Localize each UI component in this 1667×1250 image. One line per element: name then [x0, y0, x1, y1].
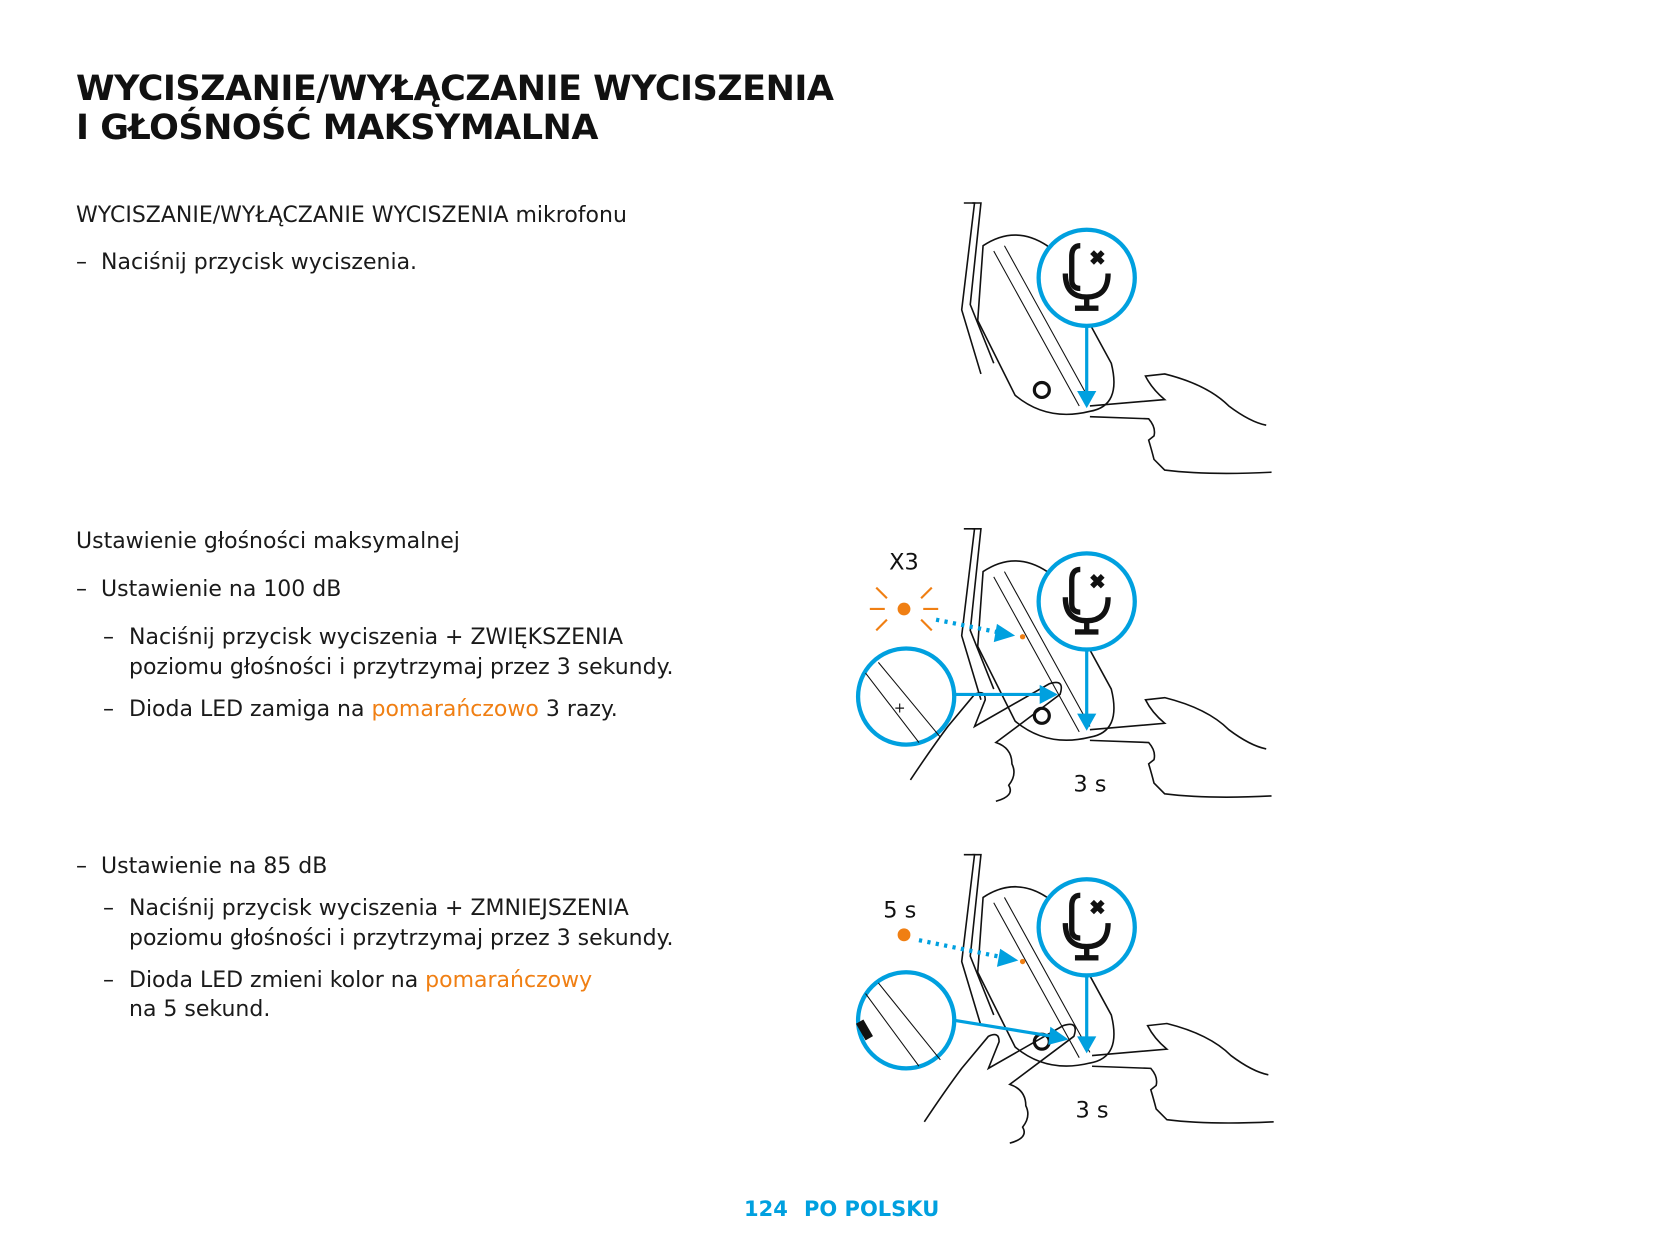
setting-100-label: Ustawienie na 100 dB	[101, 577, 342, 602]
bullet-dash: –	[103, 625, 114, 650]
mute-section-title: WYCISZANIE/WYŁĄCZANIE WYCISZENIA mikrofo…	[76, 203, 627, 228]
blink-count: X3	[889, 549, 919, 575]
figure-mute	[960, 201, 1273, 475]
max-volume-title: Ustawienie głośności maksymalnej	[76, 529, 460, 554]
setting-100-step2: Dioda LED zamiga na pomarańczowo 3 razy.	[129, 695, 618, 725]
setting-85-step1-line2: poziomu głośności i przytrzymaj przez 3 …	[129, 926, 674, 951]
bullet-dash: –	[103, 968, 114, 993]
led-duration: 5 s	[883, 898, 916, 924]
bullet-dash: –	[76, 250, 87, 275]
led-color-text: pomarańczowo	[371, 697, 539, 722]
figure-100db: + X3 3 s	[855, 527, 1273, 803]
setting-85-step2-line2: na 5 sekund.	[129, 997, 271, 1022]
figure-85db: 5 s 3 s	[855, 853, 1275, 1144]
bullet-dash: –	[76, 854, 87, 879]
title-line-2: I GŁOŚNOŚĆ MAKSYMALNA	[76, 108, 598, 148]
led-color-text: pomarańczowy	[425, 968, 593, 993]
footer-language: PO POLSKU	[804, 1197, 940, 1221]
bullet-dash: –	[76, 577, 87, 602]
volume-down-callout	[855, 970, 957, 1071]
mute-step: Naciśnij przycisk wyciszenia.	[101, 250, 418, 275]
setting-85-step1-line1: Naciśnij przycisk wyciszenia + ZMNIEJSZE…	[129, 896, 629, 921]
title-line-1: WYCISZANIE/WYŁĄCZANIE WYCISZENIA	[76, 69, 834, 109]
hold-time: 3 s	[1073, 772, 1106, 798]
bullet-dash: –	[103, 697, 114, 722]
led-icon	[897, 602, 911, 616]
page-number: 124	[744, 1197, 788, 1221]
plus-sign: +	[894, 701, 906, 717]
step2-text: Dioda LED zamiga na	[129, 697, 372, 722]
mute-button-callout	[1036, 227, 1137, 328]
bullet-dash: –	[103, 896, 114, 921]
step2-text-end: 3 razy.	[538, 697, 618, 722]
led-icon	[897, 928, 911, 942]
setting-100-step1-line2: poziomu głośności i przytrzymaj przez 3 …	[129, 655, 674, 680]
setting-85-step2: Dioda LED zmieni kolor na pomarańczowy	[129, 966, 592, 996]
hold-time: 3 s	[1076, 1098, 1109, 1124]
step2-text: Dioda LED zmieni kolor na	[129, 968, 426, 993]
setting-100-step1-line1: Naciśnij przycisk wyciszenia + ZWIĘKSZEN…	[129, 625, 624, 650]
setting-85-label: Ustawienie na 85 dB	[101, 854, 328, 879]
page-title: WYCISZANIE/WYŁĄCZANIE WYCISZENIA I GŁOŚN…	[76, 69, 834, 148]
